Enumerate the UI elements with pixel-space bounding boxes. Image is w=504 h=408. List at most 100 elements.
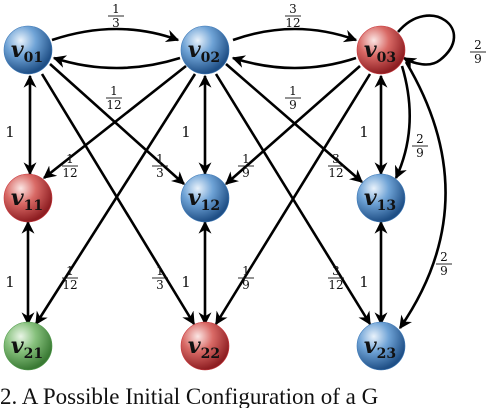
edge-v03-v13-curve	[394, 65, 411, 180]
edge-weight-label: 1	[5, 123, 15, 141]
node-label-letter: v	[188, 333, 201, 359]
figure-caption: 2. A Possible Initial Configuration of a…	[0, 384, 379, 408]
node-label-letter: v	[364, 37, 377, 63]
node-sphere	[180, 173, 230, 223]
fraction-denominator: 12	[285, 16, 300, 30]
edges	[21, 14, 456, 330]
edge-label: 312	[285, 2, 301, 30]
node-label: v02	[188, 37, 220, 66]
fraction-denominator: 12	[62, 278, 77, 292]
fraction-denominator: 12	[106, 98, 121, 112]
edge-weight-label: 1	[359, 273, 369, 291]
fraction-numerator: 1	[66, 152, 74, 166]
fraction-denominator: 9	[416, 146, 424, 160]
fraction-numerator: 1	[112, 2, 120, 16]
edge-v01-v22	[40, 73, 196, 326]
fraction-numerator: 1	[66, 264, 74, 278]
edge-label: 1	[181, 123, 191, 141]
fraction-numerator: 2	[416, 132, 424, 146]
edge-label: 13	[152, 264, 168, 292]
edge-label: 19	[285, 84, 301, 112]
edge-v01-v12	[49, 63, 185, 185]
edge-label: 312	[328, 152, 344, 180]
node-label: v23	[364, 333, 396, 362]
edge-v03-v12	[225, 65, 361, 185]
fraction-denominator: 12	[328, 166, 343, 180]
node-label: v12	[188, 185, 220, 214]
node-v22: v22	[180, 321, 230, 371]
fraction-numerator: 1	[156, 152, 164, 166]
edge-v01-v02	[51, 27, 180, 43]
node-label-letter: v	[11, 37, 24, 63]
edge-v02-v21	[34, 73, 197, 326]
node-label-subscript: 12	[201, 198, 220, 214]
edge-weight-label: 1	[5, 273, 15, 291]
edge-weight-label: 1	[181, 273, 191, 291]
edge-label: 1	[359, 273, 369, 291]
node-label: v22	[188, 333, 220, 362]
node-sphere	[3, 321, 53, 371]
node-label-subscript: 13	[377, 198, 396, 214]
fraction-denominator: 9	[289, 98, 297, 112]
fraction-denominator: 12	[328, 278, 343, 292]
edge-v03-v02	[231, 55, 357, 70]
fraction-numerator: 3	[332, 264, 340, 278]
edge-v02-v03	[232, 27, 358, 43]
fraction-denominator: 3	[112, 16, 120, 30]
node-v12: v12	[180, 173, 230, 223]
node-v02: v02	[180, 25, 230, 75]
node-v11: v11	[3, 173, 53, 223]
node-v13: v13	[356, 173, 406, 223]
node-sphere	[3, 173, 53, 223]
edge-v02-v01	[52, 55, 181, 70]
fraction-numerator: 1	[156, 264, 164, 278]
edge-v02-v23	[214, 73, 372, 326]
node-label-subscript: 02	[201, 50, 220, 66]
node-label: v13	[364, 185, 396, 214]
edge-label: 1	[5, 273, 15, 291]
node-label-letter: v	[188, 37, 201, 63]
edge-label: 1	[181, 273, 191, 291]
edge-v03-loop	[397, 14, 456, 70]
fraction-numerator: 2	[474, 38, 482, 52]
edge-label: 13	[152, 152, 168, 180]
node-label-letter: v	[11, 185, 24, 211]
fraction-denominator: 9	[242, 166, 250, 180]
fraction-numerator: 1	[110, 84, 118, 98]
edge-label: 112	[106, 84, 122, 112]
node-label-subscript: 22	[201, 346, 220, 362]
node-label-subscript: 21	[24, 346, 43, 362]
fraction-numerator: 2	[440, 250, 448, 264]
node-label-subscript: 01	[24, 50, 43, 66]
edge-label: 29	[436, 250, 452, 278]
node-label: v01	[11, 37, 43, 66]
fraction-denominator: 3	[156, 166, 164, 180]
node-label-subscript: 11	[24, 198, 43, 214]
edge-label: 112	[62, 264, 78, 292]
node-sphere	[356, 321, 406, 371]
edge-label: 1	[359, 123, 369, 141]
node-sphere	[180, 321, 230, 371]
node-v01: v01	[3, 25, 53, 75]
fraction-numerator: 1	[242, 264, 250, 278]
node-label-letter: v	[188, 185, 201, 211]
node-v23: v23	[356, 321, 406, 371]
fraction-numerator: 3	[332, 152, 340, 166]
fraction-denominator: 3	[156, 278, 164, 292]
fraction-denominator: 9	[474, 52, 482, 66]
edge-label: 29	[412, 132, 428, 160]
node-label-letter: v	[11, 333, 24, 359]
edge-label: 19	[238, 264, 254, 292]
edge-v03-v23-curve	[398, 61, 447, 330]
fraction-denominator: 9	[242, 278, 250, 292]
fraction-denominator: 12	[62, 166, 77, 180]
fraction-numerator: 3	[289, 2, 297, 16]
edge-weight-label: 1	[181, 123, 191, 141]
edge-label: 19	[238, 152, 254, 180]
node-label-letter: v	[364, 185, 377, 211]
node-v21: v21	[3, 321, 53, 371]
edge-label: 13	[108, 2, 124, 30]
node-label: v03	[364, 37, 396, 66]
